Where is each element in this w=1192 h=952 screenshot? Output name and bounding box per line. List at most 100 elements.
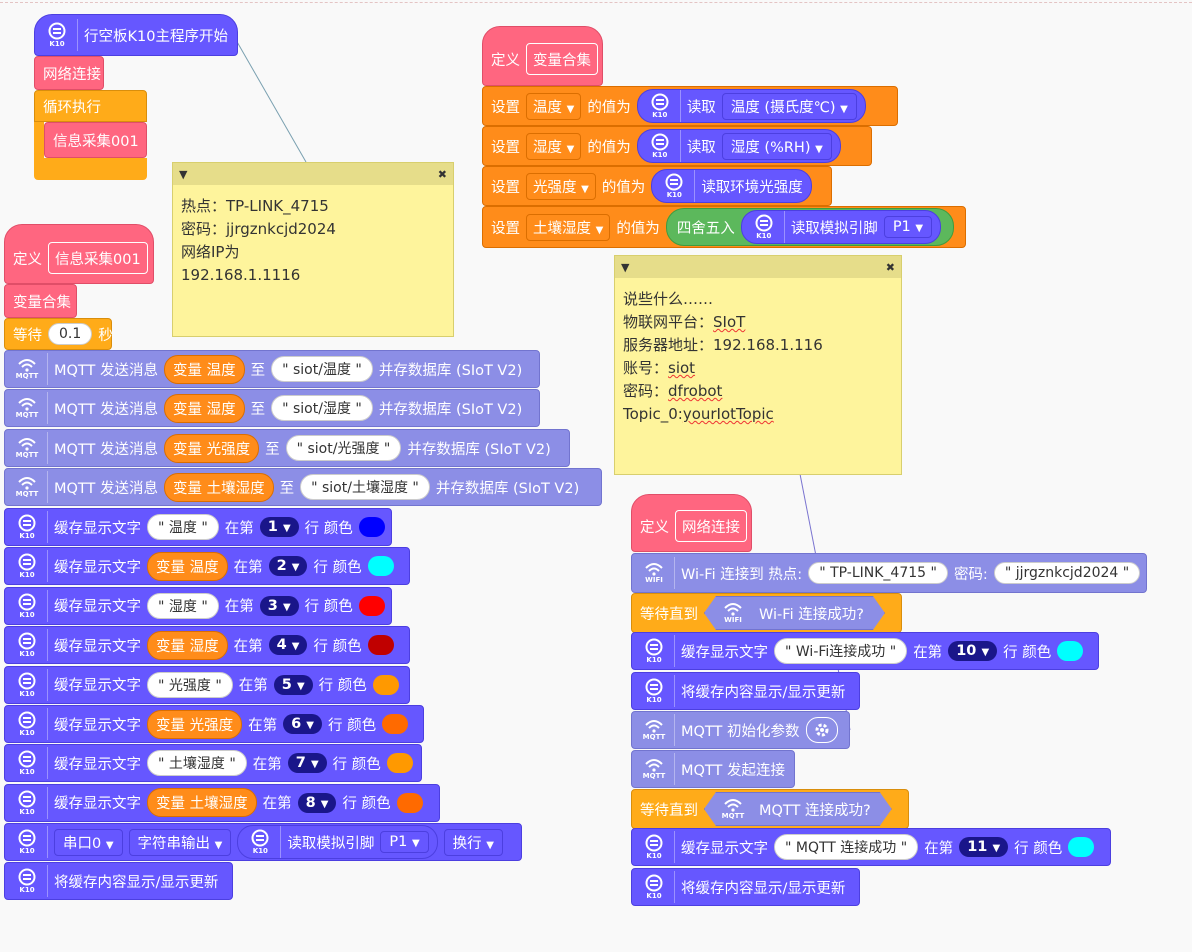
line-dropdown[interactable]: 4 ▼ <box>268 635 308 656</box>
display-text-input[interactable]: " 湿度 " <box>147 592 219 619</box>
mqtt-send-block-3[interactable]: MQTT MQTT 发送消息 变量 光强度 至 " siot/光强度 " 并存数… <box>4 429 570 467</box>
mqtt-send-block-4[interactable]: MQTT MQTT 发送消息 变量 土壤湿度 至 " siot/土壤湿度 " 并… <box>4 468 602 506</box>
color-swatch[interactable] <box>1057 641 1084 661</box>
define-info-collect-block[interactable]: 定义 信息采集001 <box>4 224 154 284</box>
read-light-reporter[interactable]: K10 读取环境光强度 <box>651 169 812 203</box>
main-start-block[interactable]: K10 行空板K10主程序开始 <box>34 14 238 56</box>
define-var-collection-block[interactable]: 定义 变量合集 <box>482 26 603 86</box>
serial-port-dropdown[interactable]: 串口0 ▼ <box>54 828 123 856</box>
define-net-connect-block[interactable]: 定义 网络连接 <box>631 494 752 552</box>
topic-input[interactable]: " siot/土壤湿度 " <box>300 474 430 500</box>
display-refresh-block[interactable]: K10 将缓存内容显示/显示更新 <box>631 672 860 710</box>
color-swatch[interactable] <box>358 595 385 616</box>
sensor-dropdown[interactable]: 温度 (摄氏度℃) ▼ <box>721 92 857 120</box>
display-text-input[interactable]: " 光强度 " <box>147 671 233 698</box>
wifi-connect-block[interactable]: WIFI Wi-Fi 连接到 热点: " TP-LINK_4715 " 密码: … <box>631 553 1147 593</box>
serial-mode-dropdown[interactable]: 字符串输出 ▼ <box>128 828 232 856</box>
mqtt-connected-condition[interactable]: MQTT MQTT 连接成功? <box>704 792 892 826</box>
wait-seconds-input[interactable]: 0.1 <box>48 323 93 345</box>
display-text-input[interactable]: " 土壤湿度 " <box>147 750 247 777</box>
color-swatch[interactable] <box>358 517 385 537</box>
mqtt-init-block[interactable]: MQTT MQTT 初始化参数 <box>631 711 850 749</box>
set-var-block-1[interactable]: 设置 温度 ▼ 的值为 K10 读取 温度 (摄氏度℃) ▼ <box>482 86 898 126</box>
ssid-input[interactable]: " TP-LINK_4715 " <box>808 562 948 584</box>
color-swatch[interactable] <box>367 556 394 577</box>
color-swatch[interactable] <box>382 714 409 734</box>
read-analog-reporter[interactable]: K10 读取模拟引脚 P1 ▼ <box>740 210 942 244</box>
line-dropdown[interactable]: 1 ▼ <box>259 517 299 537</box>
serial-print-block[interactable]: K10 串口0 ▼ 字符串输出 ▼ K10 读取模拟引脚 P1 ▼ 换行 ▼ <box>4 823 522 861</box>
pin-dropdown[interactable]: P1 ▼ <box>883 216 933 238</box>
call-var-collection-block[interactable]: 变量合集 <box>4 284 77 318</box>
wait-until-wifi-block[interactable]: 等待直到 WIFI Wi-Fi 连接成功? <box>631 593 902 633</box>
wait-until-mqtt-block[interactable]: 等待直到 MQTT MQTT 连接成功? <box>631 789 909 829</box>
wait-block[interactable]: 等待 0.1 秒 <box>4 318 113 350</box>
collapse-icon[interactable]: ▼ <box>179 167 188 181</box>
comment-note-text[interactable]: 说些什么…… 物联网平台：SIoT 服务器地址：192.168.1.116 账号… <box>615 278 901 436</box>
variable-reporter[interactable]: 变量 土壤湿度 <box>164 472 274 502</box>
comment-note-wifi[interactable]: ▼ ✖ 热点：TP-LINK_4715 密码：jjrgznkcjd2024 网络… <box>172 162 454 337</box>
color-swatch[interactable] <box>1068 837 1095 857</box>
variable-reporter[interactable]: 变量 湿度 <box>164 393 245 423</box>
password-input[interactable]: " jjrgznkcjd2024 " <box>993 562 1141 584</box>
mqtt-connect-block[interactable]: MQTT MQTT 发起连接 <box>631 750 795 788</box>
line-dropdown[interactable]: 8 ▼ <box>297 792 337 813</box>
variable-reporter[interactable]: 变量 温度 <box>147 551 228 581</box>
call-info-collect-block[interactable]: 信息采集001 <box>44 122 147 158</box>
variable-reporter[interactable]: 变量 土壤湿度 <box>147 788 257 818</box>
display-refresh-block[interactable]: K10 将缓存内容显示/显示更新 <box>631 868 860 906</box>
sensor-dropdown[interactable]: 湿度 (%RH) ▼ <box>721 132 832 160</box>
variable-reporter[interactable]: 变量 湿度 <box>147 630 228 660</box>
topic-input[interactable]: " siot/湿度 " <box>271 395 373 421</box>
display-text-mqtt-block[interactable]: K10 缓存显示文字 " MQTT 连接成功 " 在第 11 ▼ 行 颜色 <box>631 828 1111 866</box>
newline-dropdown[interactable]: 换行 ▼ <box>443 828 503 856</box>
wifi-connected-condition[interactable]: WIFI Wi-Fi 连接成功? <box>704 596 885 630</box>
display-text-input[interactable]: " Wi-Fi连接成功 " <box>774 638 908 664</box>
display-text-wifi-block[interactable]: K10 缓存显示文字 " Wi-Fi连接成功 " 在第 10 ▼ 行 颜色 <box>631 632 1099 670</box>
set-var-block-3[interactable]: 设置 光强度 ▼ 的值为 K10 读取环境光强度 <box>482 166 832 206</box>
variable-reporter[interactable]: 变量 温度 <box>164 354 245 384</box>
mqtt-send-block-2[interactable]: MQTT MQTT 发送消息 变量 湿度 至 " siot/湿度 " 并存数据库… <box>4 389 540 427</box>
line-dropdown[interactable]: 5 ▼ <box>273 674 313 695</box>
set-var-block-4[interactable]: 设置 土壤湿度 ▼ 的值为 四舍五入 K10 读取模拟引脚 P1 ▼ <box>482 206 966 248</box>
topic-input[interactable]: " siot/光强度 " <box>285 435 402 461</box>
color-swatch[interactable] <box>372 674 399 695</box>
line-dropdown[interactable]: 11 ▼ <box>959 837 1009 857</box>
variable-reporter[interactable]: 变量 光强度 <box>147 709 243 739</box>
color-swatch[interactable] <box>367 635 394 656</box>
read-analog-reporter[interactable]: K10 读取模拟引脚 P1 ▼ <box>237 825 438 859</box>
topic-input[interactable]: " siot/温度 " <box>271 356 373 382</box>
color-swatch[interactable] <box>386 753 413 774</box>
set-var-block-2[interactable]: 设置 湿度 ▼ 的值为 K10 读取 湿度 (%RH) ▼ <box>482 126 872 166</box>
round-operator[interactable]: 四舍五入 K10 读取模拟引脚 P1 ▼ <box>665 208 955 246</box>
line-dropdown[interactable]: 7 ▼ <box>287 753 327 774</box>
line-dropdown[interactable]: 3 ▼ <box>259 595 299 616</box>
variable-dropdown[interactable]: 湿度 ▼ <box>526 132 582 160</box>
line-dropdown[interactable]: 6 ▼ <box>283 714 322 734</box>
variable-dropdown[interactable]: 土壤湿度 ▼ <box>526 213 611 241</box>
comment-note-siot[interactable]: ▼ ✖ 说些什么…… 物联网平台：SIoT 服务器地址：192.168.1.11… <box>614 255 902 475</box>
close-icon[interactable]: ✖ <box>885 260 895 274</box>
gear-icon[interactable] <box>805 717 838 743</box>
line-dropdown[interactable]: 10 ▼ <box>948 641 998 661</box>
read-sensor-reporter[interactable]: K10 读取 湿度 (%RH) ▼ <box>636 129 841 163</box>
color-swatch[interactable] <box>396 792 423 813</box>
display-refresh-block[interactable]: K10 将缓存内容显示/显示更新 <box>4 862 233 900</box>
read-sensor-reporter[interactable]: K10 读取 温度 (摄氏度℃) ▼ <box>636 89 866 123</box>
variable-dropdown[interactable]: 光强度 ▼ <box>526 172 596 200</box>
line-dropdown[interactable]: 2 ▼ <box>268 556 308 577</box>
loop-block[interactable]: 循环执行 <box>34 90 147 122</box>
comment-note-text[interactable]: 热点：TP-LINK_4715 密码：jjrgznkcjd2024 网络IP为 … <box>181 197 336 284</box>
variable-dropdown[interactable]: 温度 ▼ <box>526 92 582 120</box>
display-text-input[interactable]: " MQTT 连接成功 " <box>774 834 919 860</box>
call-net-connect-block[interactable]: 网络连接 <box>34 56 104 90</box>
mqtt-send-block-1[interactable]: MQTT MQTT 发送消息 变量 温度 至 " siot/温度 " 并存数据库… <box>4 350 540 388</box>
